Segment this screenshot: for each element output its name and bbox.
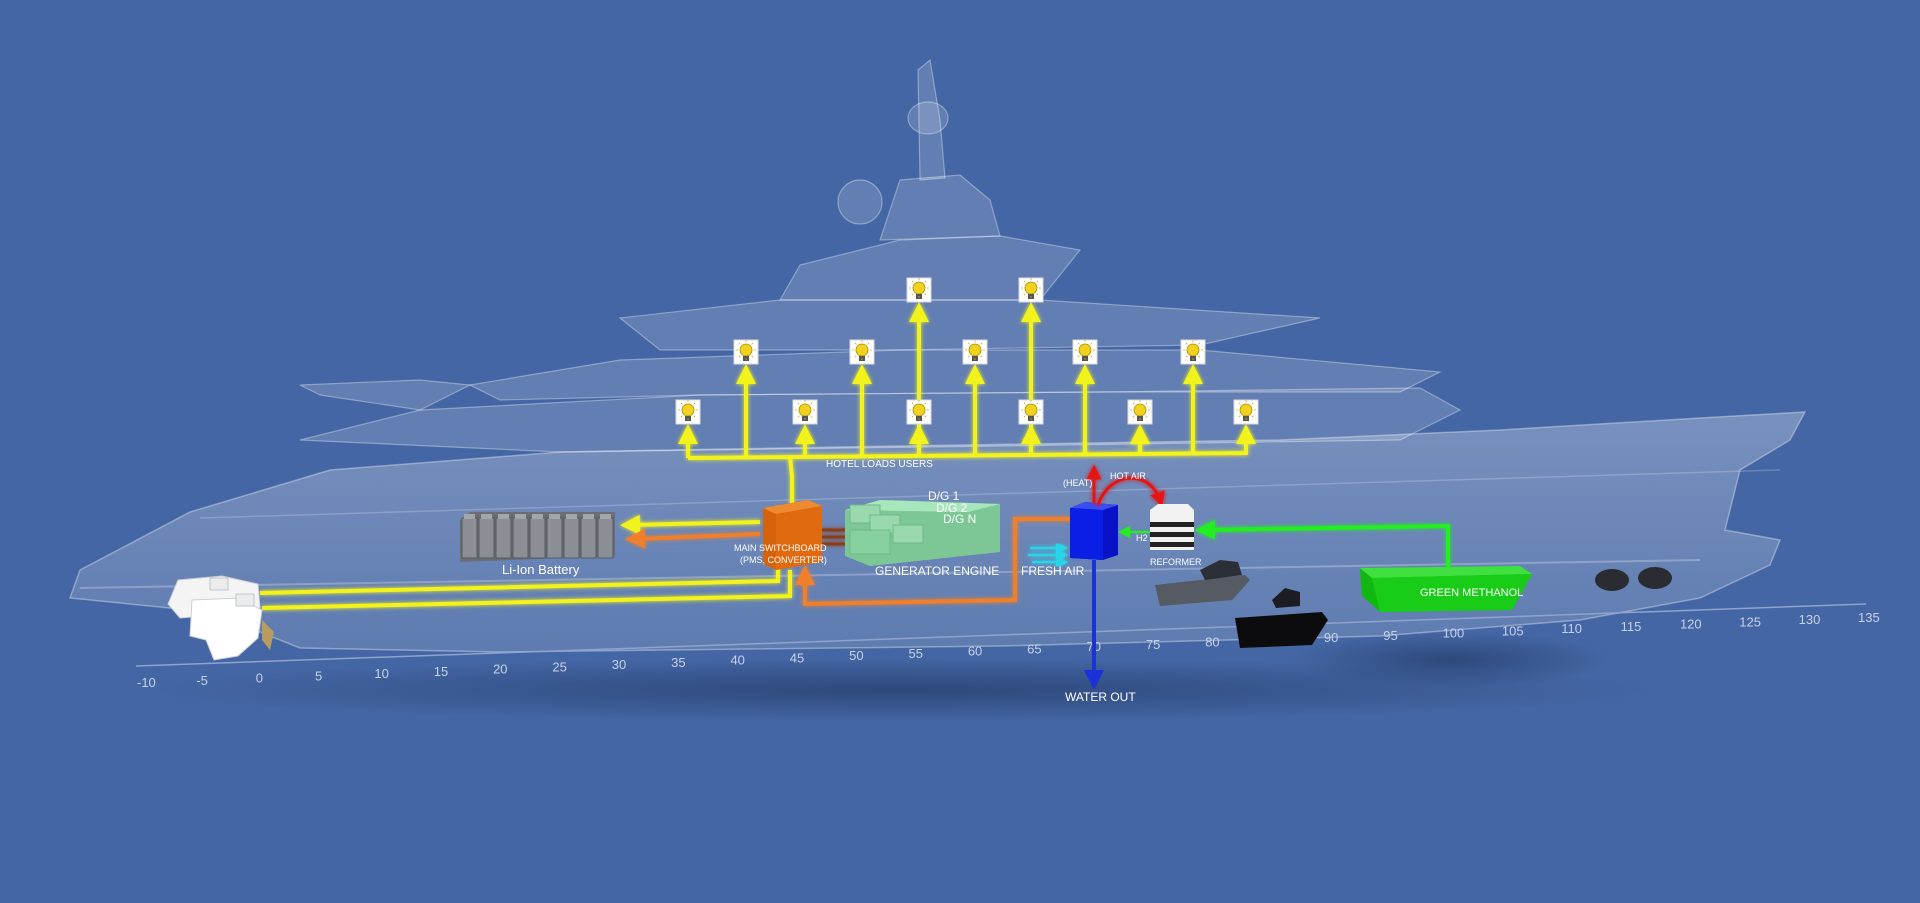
- fresh-air-arrows: [1028, 541, 1069, 569]
- fuel-cell-unit: [1070, 502, 1118, 560]
- reformer-label: REFORMER: [1150, 557, 1202, 567]
- hotel-loads-network: [678, 302, 1256, 460]
- power-lines: [259, 456, 1070, 610]
- axis-tick-label: 110: [1561, 621, 1582, 636]
- axis-tick-label: 120: [1680, 617, 1702, 632]
- axis-tick-label: 55: [908, 646, 922, 661]
- axis-tick-label: 115: [1621, 619, 1642, 634]
- axis-tick-label: -5: [196, 673, 208, 688]
- lightbulb-icon: [1233, 399, 1259, 425]
- axis-tick-label: 90: [1324, 630, 1338, 645]
- hull-shadow-stern: [1290, 632, 1610, 688]
- lightbulb-icon: [1072, 339, 1098, 365]
- axis-tick-label: 15: [434, 664, 448, 679]
- axis-tick-label: 40: [730, 653, 744, 668]
- switchboard-label-2: (PMS, CONVERTER): [740, 555, 827, 565]
- li-ion-battery: [460, 512, 615, 562]
- lightbulb-icon: [906, 277, 932, 303]
- heat-label: (HEAT): [1063, 478, 1092, 488]
- axis-tick-label: 25: [552, 659, 566, 674]
- main-switchboard: [763, 500, 822, 570]
- axis-tick-label: 20: [493, 662, 507, 677]
- axis-tick-label: 100: [1443, 626, 1465, 641]
- axis-tick-label: 60: [968, 644, 982, 659]
- heat-arrow: [1086, 464, 1165, 508]
- green-methanol-tank: [1360, 566, 1532, 612]
- hotel-loads-label: HOTEL LOADS USERS: [826, 459, 933, 470]
- lightbulb-icon: [1180, 339, 1206, 365]
- axis-tick-label: 0: [256, 671, 263, 686]
- anchor-chain-locker: [1595, 567, 1672, 591]
- axis-tick-label: 130: [1799, 612, 1821, 627]
- axis-line: [135, 603, 1867, 667]
- tender-grey: [1155, 560, 1250, 606]
- axis-tick-label: 45: [790, 650, 804, 665]
- water-out-label: WATER OUT: [1065, 690, 1136, 704]
- generator-engine: [845, 500, 1000, 566]
- yacht-superstructure: [299, 58, 1462, 453]
- axis-tick-label: 30: [612, 657, 626, 672]
- battery-label: Li-Ion Battery: [502, 562, 580, 577]
- axis-tick-label: 80: [1205, 635, 1219, 650]
- hot-air-label: HOT AIR: [1110, 471, 1146, 481]
- green-methanol-label: GREEN METHANOL: [1420, 587, 1523, 599]
- dgn-label: D/G N: [943, 512, 976, 526]
- axis-tick-label: 75: [1146, 637, 1160, 652]
- lightbulb-icon: [1018, 277, 1044, 303]
- lightbulb-icon: [1127, 399, 1153, 425]
- dg2-label: D/G 2: [936, 501, 968, 515]
- axis-tick-label: 35: [671, 655, 685, 670]
- axis-tick-label: 5: [315, 668, 322, 683]
- reformer-unit: [1150, 504, 1194, 550]
- axis-tick-label: 105: [1502, 623, 1524, 638]
- lightbulb-icon: [792, 399, 818, 425]
- axis-tick-label: -10: [137, 675, 156, 690]
- tender-black: [1235, 588, 1328, 648]
- hull-shadow: [140, 658, 1660, 722]
- axis-tick-label: 135: [1858, 610, 1880, 625]
- lightbulb-icon: [962, 339, 988, 365]
- lightbulb-icon: [1018, 399, 1044, 425]
- lightbulb-icon: [675, 399, 701, 425]
- azimuth-propulsor-icon: [167, 575, 274, 661]
- dg1-label: D/G 1: [928, 489, 960, 503]
- axis-tick-label: 65: [1027, 641, 1041, 656]
- axis-tick-label: 10: [374, 666, 388, 681]
- lightbulb-icon: [849, 339, 875, 365]
- lightbulb-icon: [906, 399, 932, 425]
- methanol-line: [1195, 519, 1450, 570]
- fresh-air-label: FRESH AIR: [1021, 564, 1085, 578]
- switchboard-label-1: MAIN SWITCHBOARD: [734, 543, 827, 553]
- axis-tick-label: 50: [849, 648, 863, 663]
- generator-label: GENERATOR ENGINE: [875, 564, 999, 578]
- axis-tick-label: 95: [1383, 628, 1397, 643]
- lightbulb-icon: [733, 339, 759, 365]
- axis-tick-label: 125: [1739, 614, 1761, 629]
- h2-label: H2: [1136, 533, 1148, 543]
